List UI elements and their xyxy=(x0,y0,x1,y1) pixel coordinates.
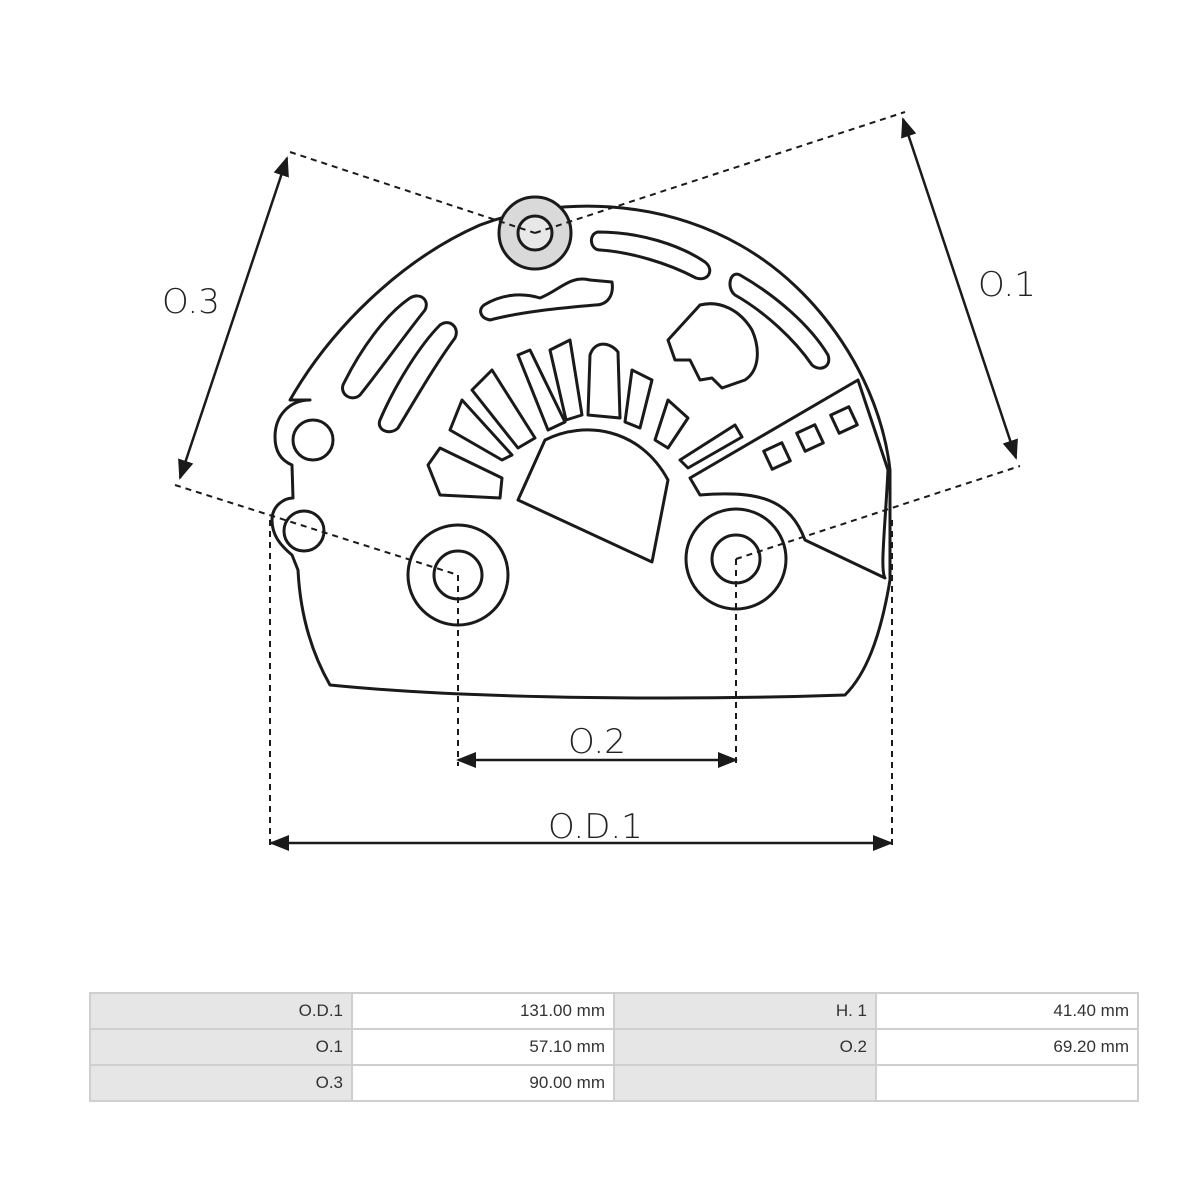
ref-line-left-bottom xyxy=(174,484,459,576)
table-row: O.1 57.10 mm O.2 69.20 mm xyxy=(89,1028,1139,1066)
connector-pin-3 xyxy=(829,405,859,435)
spec-label: O.3 xyxy=(89,1064,353,1102)
fin-5 xyxy=(548,338,584,422)
label-o3: O.3 xyxy=(162,282,220,322)
spec-value: 69.20 mm xyxy=(875,1028,1139,1066)
vent-slot-3 xyxy=(590,230,712,281)
ear-hole-upper xyxy=(291,418,335,462)
spec-table: O.D.1 131.00 mm H. 1 41.40 mm O.1 57.10 … xyxy=(89,992,1139,1102)
fin-8 xyxy=(653,398,690,450)
spec-label: O.1 xyxy=(89,1028,353,1066)
spec-label: O.D.1 xyxy=(89,992,353,1030)
central-dome xyxy=(516,428,670,564)
table-row: O.D.1 131.00 mm H. 1 41.40 mm xyxy=(89,992,1139,1030)
right-window xyxy=(666,302,759,390)
table-row: O.3 90.00 mm xyxy=(89,1064,1139,1102)
spec-value: 41.40 mm xyxy=(875,992,1139,1030)
ref-line-top-right xyxy=(534,111,906,234)
connector-pin-1 xyxy=(762,441,792,471)
dim-arrow-o3 xyxy=(178,156,289,480)
vent-slot-4 xyxy=(728,272,831,370)
technical-drawing: O.3 O.1 O.2 O.D.1 xyxy=(162,111,1036,851)
spec-value xyxy=(875,1064,1139,1102)
connector-pin-2 xyxy=(795,423,825,453)
spec-value: 90.00 mm xyxy=(351,1064,615,1102)
spec-label: H. 1 xyxy=(613,992,877,1030)
vent-slot-1 xyxy=(341,294,428,400)
fin-6 xyxy=(586,342,622,420)
spec-label xyxy=(613,1064,877,1102)
ref-line-right-bottom xyxy=(735,465,1021,560)
top-cutout xyxy=(479,277,614,322)
label-od1: O.D.1 xyxy=(548,807,643,847)
housing-outline xyxy=(270,204,892,700)
fin-1 xyxy=(426,446,504,500)
fin-2 xyxy=(448,398,514,462)
connector-block xyxy=(688,378,890,580)
fin-7 xyxy=(623,368,654,430)
fin-4 xyxy=(516,348,567,432)
spec-value: 131.00 mm xyxy=(351,992,615,1030)
fin-9 xyxy=(678,423,744,470)
ref-line-top-left xyxy=(289,151,536,234)
vent-slot-2 xyxy=(377,321,458,434)
spec-label: O.2 xyxy=(613,1028,877,1066)
label-o2: O.2 xyxy=(568,722,626,762)
spec-value: 57.10 mm xyxy=(351,1028,615,1066)
label-o1: O.1 xyxy=(978,265,1036,305)
dim-arrow-o1 xyxy=(901,117,1018,460)
ear-hole-lower xyxy=(282,509,326,553)
fin-3 xyxy=(470,368,537,450)
